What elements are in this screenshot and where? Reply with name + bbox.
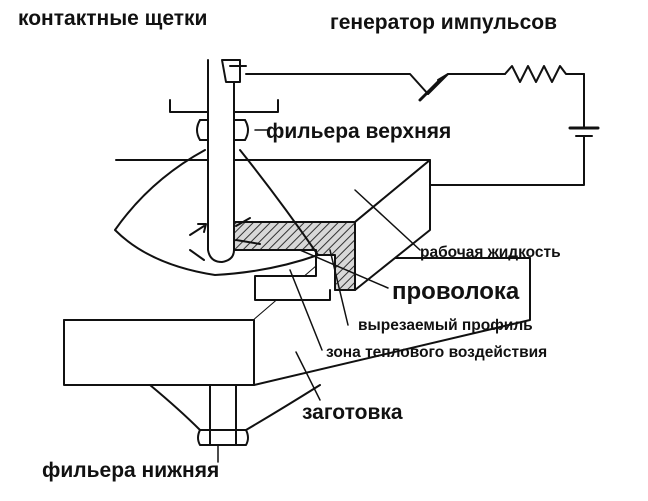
leader-lines (217, 129, 421, 463)
label-cut-profile: вырезаемый профиль (358, 317, 533, 334)
label-heat-zone: зона теплового воздействия (326, 344, 548, 361)
label-working-fluid: рабочая жидкость (420, 244, 561, 261)
cut-profile-hatch (231, 221, 356, 291)
fluid-arrows (189, 217, 261, 261)
label-pulse-generator: генератор импульсов (330, 11, 557, 34)
circuit-wires (245, 65, 600, 186)
lower-fluid-cone (149, 384, 321, 446)
upper-fluid-cone (114, 149, 319, 276)
label-wire: проволока (392, 278, 520, 305)
wire-electrode (207, 59, 237, 446)
label-contact-brushes: контактные щетки (18, 7, 208, 30)
label-upper-die: фильера верхняя (266, 120, 452, 143)
label-workpiece: заготовка (302, 401, 403, 424)
contact-brushes (221, 59, 247, 83)
label-lower-die: фильера нижняя (42, 459, 220, 482)
